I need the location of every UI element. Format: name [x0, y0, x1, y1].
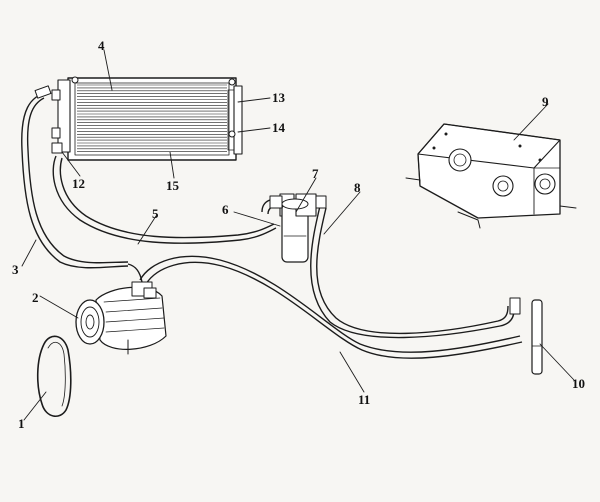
callout-4: 4	[98, 38, 105, 53]
callout-10: 10	[572, 376, 585, 391]
callout-5: 5	[152, 206, 159, 221]
hose-11	[139, 255, 523, 359]
belt	[36, 335, 72, 417]
evaporator-unit	[405, 123, 577, 229]
callout-11: 11	[358, 392, 370, 407]
condenser-fins	[77, 84, 227, 152]
callouts: 1 2 3 4 5 6 7 8 9 10 11 12 13 14 15	[12, 38, 585, 431]
receiver-drier	[269, 193, 327, 263]
leader-lines	[21, 49, 575, 421]
compressor	[75, 281, 167, 355]
callout-12: 12	[72, 176, 85, 191]
callout-1: 1	[18, 416, 25, 431]
callout-6: 6	[222, 202, 229, 217]
callout-9: 9	[542, 94, 549, 109]
callout-7: 7	[312, 166, 319, 181]
callout-13: 13	[272, 90, 286, 105]
hose-8	[310, 205, 515, 339]
callout-3: 3	[12, 262, 19, 277]
hose-to-compressor	[127, 263, 143, 283]
condenser	[51, 76, 243, 161]
callout-8: 8	[354, 180, 361, 195]
hose-end-fitting	[509, 297, 543, 375]
callout-2: 2	[32, 290, 39, 305]
callout-15: 15	[166, 178, 180, 193]
hose-5	[52, 155, 277, 244]
hose-3	[21, 85, 129, 269]
callout-14: 14	[272, 120, 286, 135]
